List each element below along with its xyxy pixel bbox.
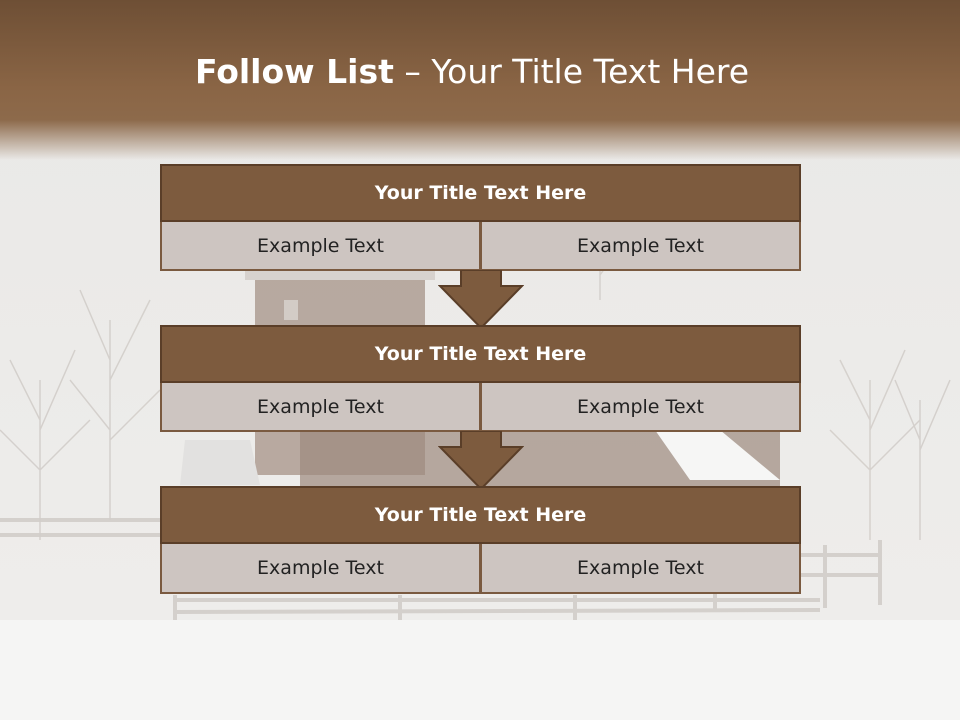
block-cell-left: Example Text [160,222,481,271]
slide-title-bold: Follow List [194,52,394,91]
block-row: Example Text Example Text [160,222,801,271]
down-arrow-icon [438,431,524,491]
block-title: Your Title Text Here [160,325,801,383]
list-block-2: Your Title Text Here Example Text Exampl… [160,325,801,432]
block-row: Example Text Example Text [160,383,801,432]
slide-title: Follow List – Your Title Text Here [0,52,944,91]
list-block-1: Your Title Text Here Example Text Exampl… [160,164,801,271]
down-arrow-icon [438,270,524,330]
block-cell-left: Example Text [160,383,481,432]
block-cell-right: Example Text [481,222,801,271]
block-cell-right: Example Text [481,383,801,432]
block-cell-left: Example Text [160,544,481,594]
block-cell-right: Example Text [481,544,801,594]
list-block-3: Your Title Text Here Example Text Exampl… [160,486,801,594]
block-title: Your Title Text Here [160,486,801,544]
block-row: Example Text Example Text [160,544,801,594]
block-title: Your Title Text Here [160,164,801,222]
header-band [0,0,960,160]
slide-title-rest: – Your Title Text Here [393,52,750,91]
